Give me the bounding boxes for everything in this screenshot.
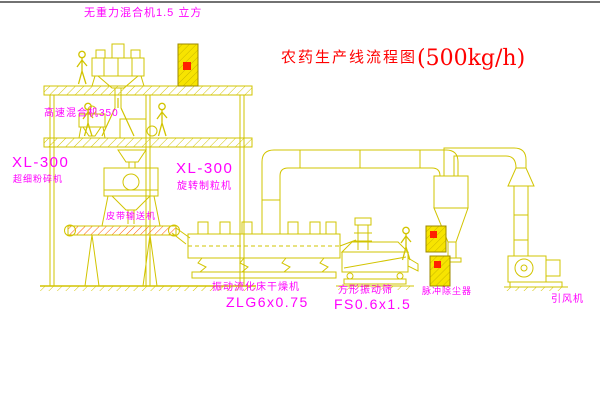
- label-mill-name: 超细粉碎机: [13, 174, 64, 184]
- label-belt-conveyor: 皮带输送机: [106, 211, 157, 221]
- high-speed-mixer: [78, 105, 106, 139]
- label-granulator-model: XL-300: [176, 160, 234, 177]
- label-granulator-name: 旋转制粒机: [177, 181, 232, 192]
- panel-indicator-light: [430, 231, 437, 238]
- person-figure-1: [76, 50, 88, 85]
- diagram-title-capacity: (500kg/h): [417, 46, 526, 71]
- label-dryer-model: ZLG6x0.75: [226, 294, 309, 310]
- exhaust-duct: [261, 149, 459, 234]
- person-figure-4: [400, 226, 412, 261]
- label-high-speed-mixer: 高速混合机350: [44, 108, 119, 119]
- control-panel-fan: [429, 255, 451, 287]
- induced-draft-fan: [504, 255, 568, 291]
- panel-indicator-light: [434, 261, 441, 268]
- dust-collector-stack: [507, 167, 535, 256]
- vibrating-screen: [336, 241, 419, 290]
- building-structure: [40, 85, 256, 291]
- label-dust-collector: 脉冲除尘器: [422, 286, 473, 296]
- belt-conveyor: [64, 224, 180, 287]
- label-induced-draft-fan: 引风机: [551, 294, 584, 305]
- ultrafine-mill: [119, 118, 158, 139]
- diagram-title-text: 农药生产线流程图: [281, 49, 418, 66]
- rotary-granulator: [101, 149, 161, 227]
- label-gravity-mixer: 无重力混合机1.5 立方: [84, 7, 203, 19]
- cyclone-separator: [433, 147, 527, 263]
- label-screen-name: 方形振动筛: [338, 285, 393, 296]
- label-dryer-name: 振动流化床干燥机: [212, 282, 300, 293]
- dryer-discharge-pipe: [339, 217, 372, 250]
- person-figure-3: [156, 102, 168, 137]
- control-panel-cyclone: [425, 225, 447, 253]
- panel-indicator-light: [183, 62, 191, 70]
- label-mill-model: XL-300: [12, 154, 70, 171]
- fluid-bed-dryer: [171, 221, 341, 279]
- control-panel-main: [177, 43, 199, 87]
- gravity-mixer: [91, 43, 145, 108]
- label-screen-model: FS0.6x1.5: [334, 296, 412, 312]
- diagram-title: 农药生产线流程图(500kg/h): [281, 46, 525, 71]
